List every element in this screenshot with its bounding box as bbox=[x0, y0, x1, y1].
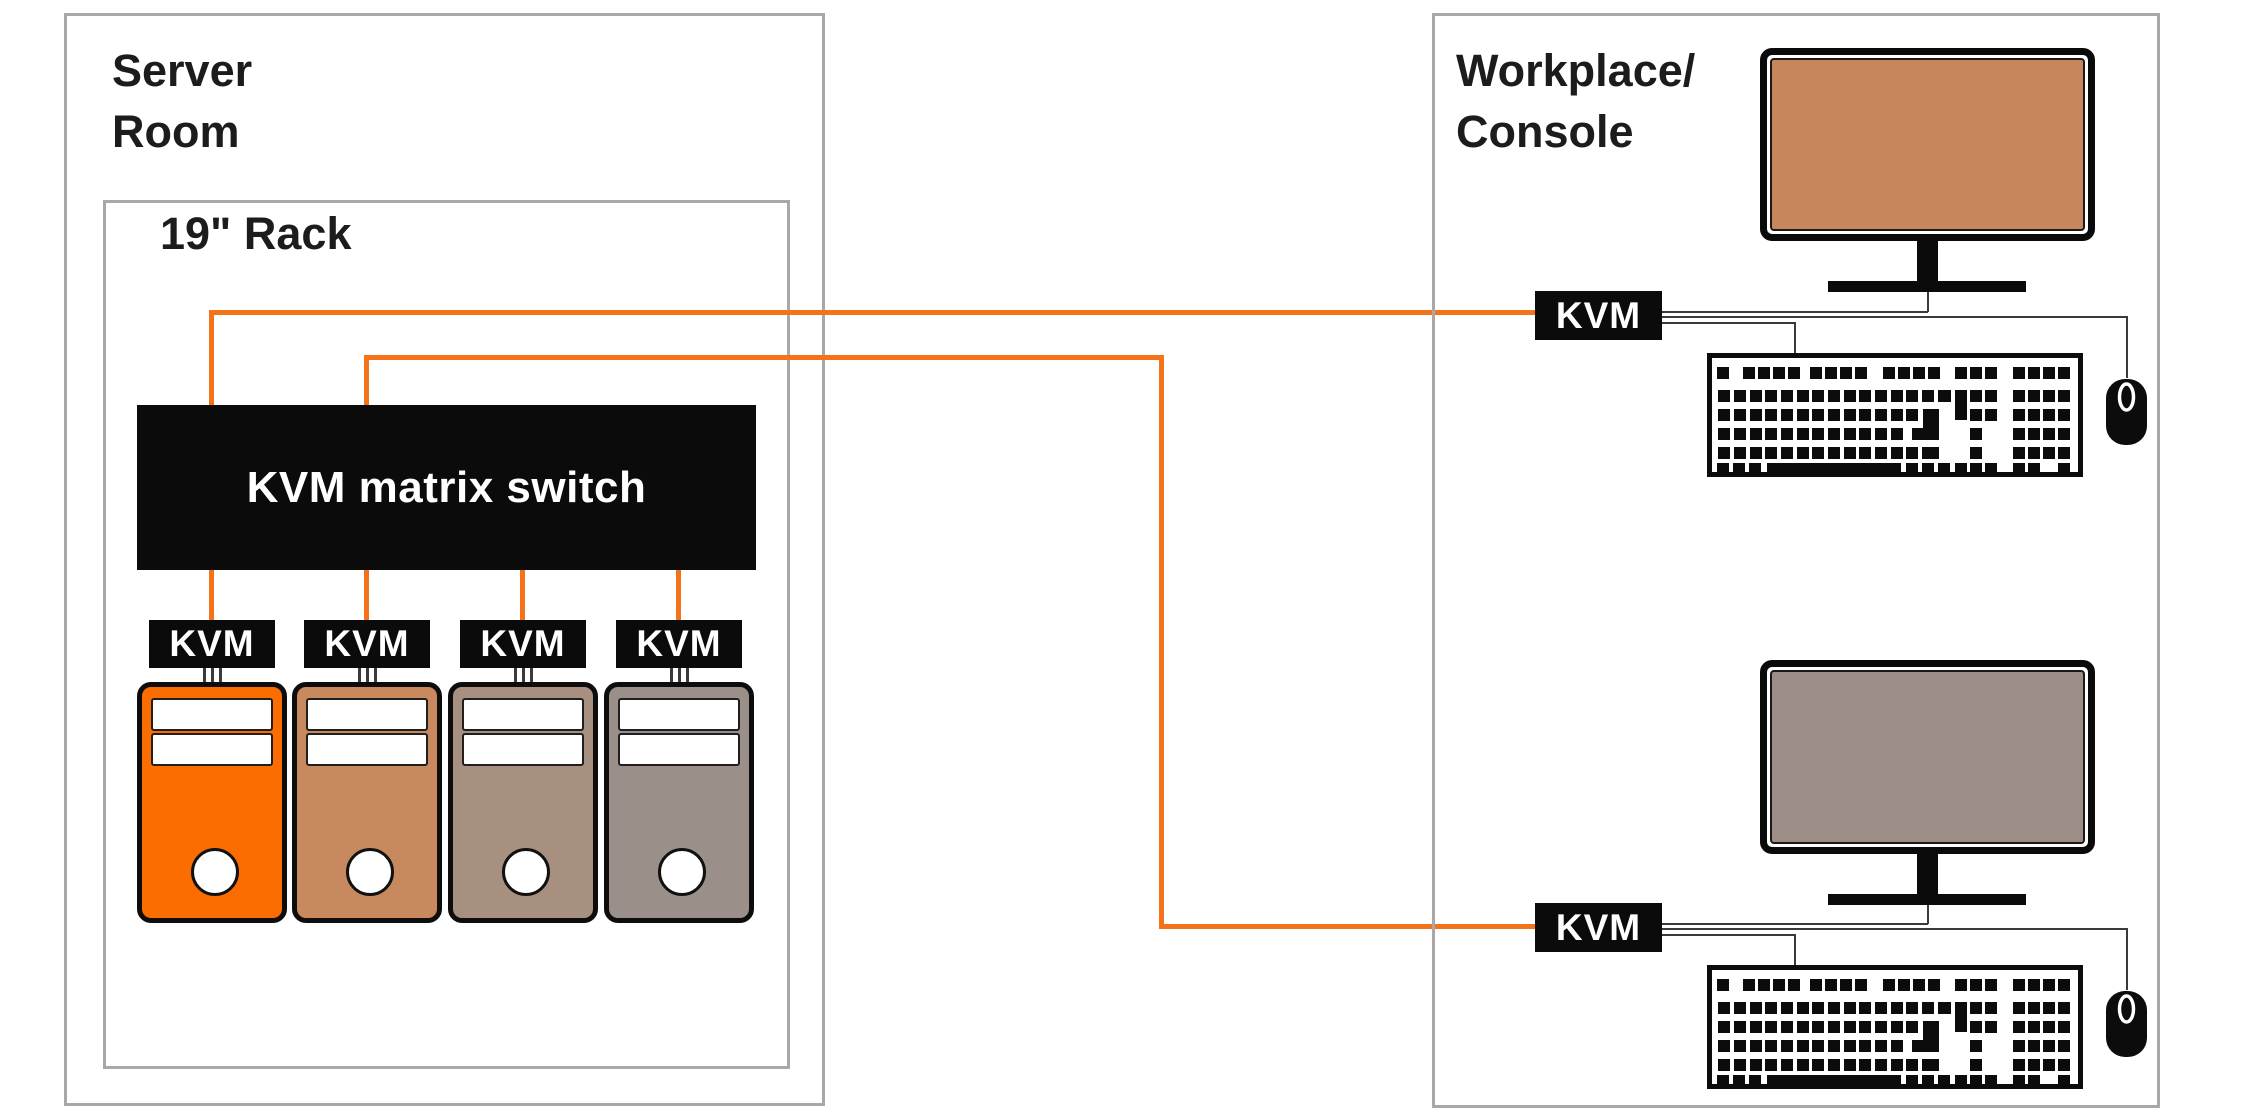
console2-mouse-line-drop bbox=[2126, 928, 2128, 990]
server-room-zone bbox=[64, 13, 825, 1106]
kvm-matrix-switch-label: KVM matrix switch bbox=[246, 462, 647, 512]
server-tower-icon bbox=[448, 682, 598, 923]
server3-connector-line bbox=[530, 668, 533, 683]
monitor-stand-base bbox=[1828, 894, 2026, 905]
power-button bbox=[191, 848, 239, 896]
kvm-matrix-switch: KVM matrix switch bbox=[137, 405, 756, 570]
drive-slot bbox=[151, 698, 273, 731]
server-tower-icon bbox=[292, 682, 442, 923]
power-button bbox=[502, 848, 550, 896]
rack-kvm-extender-4-label: KVM bbox=[636, 623, 722, 664]
monitor-icon bbox=[1760, 660, 2095, 854]
rack-zone bbox=[103, 200, 790, 1069]
drive-slot bbox=[618, 698, 740, 731]
port1-stub bbox=[209, 570, 214, 620]
server4-connector-line bbox=[678, 668, 681, 683]
power-button bbox=[346, 848, 394, 896]
console1-mouse-line-drop bbox=[2126, 316, 2128, 378]
monitor-icon bbox=[1760, 48, 2095, 241]
console1-kvm-label: KVM bbox=[1555, 294, 1642, 336]
port3-stub bbox=[520, 570, 525, 620]
rack-kvm-extender-3: KVM bbox=[460, 620, 586, 668]
server1-connector-line bbox=[219, 668, 222, 683]
server1-connector-line bbox=[211, 668, 214, 683]
workplace-label: Workplace/Console bbox=[1456, 40, 1695, 162]
console2-monitor-line-drop bbox=[1927, 905, 1929, 924]
monitor-stand-neck bbox=[1917, 854, 1938, 894]
console2-keyboard-line bbox=[1661, 934, 1796, 936]
server1-connector-line bbox=[203, 668, 206, 683]
workplace-label-line1: Workplace/ bbox=[1456, 45, 1696, 96]
cable2-vertical-left bbox=[364, 355, 369, 425]
server2-connector-line bbox=[366, 668, 369, 683]
workplace-zone bbox=[1432, 13, 2160, 1108]
console1-keyboard-line-drop bbox=[1794, 322, 1796, 353]
console2-keyboard-line-drop bbox=[1794, 934, 1796, 965]
console2-monitor-line bbox=[1661, 923, 1928, 925]
power-button bbox=[658, 848, 706, 896]
drive-slot bbox=[306, 733, 428, 766]
server2-connector-line bbox=[358, 668, 361, 683]
monitor-stand-base bbox=[1828, 281, 2026, 292]
cable2-horizontal-top bbox=[364, 355, 1164, 360]
cable2-vertical-mid bbox=[1159, 355, 1164, 929]
keyboard-icon bbox=[1707, 965, 2083, 1089]
server-room-label-line1: Server bbox=[112, 45, 253, 96]
console1-keyboard-line bbox=[1661, 322, 1796, 324]
keyboard-icon bbox=[1707, 353, 2083, 477]
workplace-label-line2: Console bbox=[1456, 106, 1634, 157]
console1-monitor-line-drop bbox=[1927, 292, 1929, 312]
monitor-screen bbox=[1770, 670, 2085, 844]
rack-kvm-extender-4: KVM bbox=[616, 620, 742, 668]
port2-stub bbox=[364, 570, 369, 620]
rack-kvm-extender-3-label: KVM bbox=[480, 623, 566, 664]
console2-kvm-label: KVM bbox=[1555, 906, 1642, 948]
cable2-horizontal-bottom bbox=[1159, 924, 1537, 929]
monitor-screen bbox=[1770, 58, 2085, 231]
rack-kvm-extender-2: KVM bbox=[304, 620, 430, 668]
console2-mouse-line bbox=[1661, 928, 2128, 930]
drive-slot bbox=[306, 698, 428, 731]
cable1-vertical bbox=[209, 310, 214, 425]
mouse-icon bbox=[2105, 378, 2148, 446]
server4-connector-line bbox=[686, 668, 689, 683]
server3-connector-line bbox=[514, 668, 517, 683]
rack-kvm-extender-2-label: KVM bbox=[324, 623, 410, 664]
server-tower-icon bbox=[604, 682, 754, 923]
server3-connector-line bbox=[522, 668, 525, 683]
drive-slot bbox=[462, 698, 584, 731]
port4-stub bbox=[676, 570, 681, 620]
rack-kvm-extender-1-label: KVM bbox=[169, 623, 255, 664]
rack-kvm-extender-1: KVM bbox=[149, 620, 275, 668]
rack-label: 19" Rack bbox=[160, 208, 352, 259]
monitor-stand-neck bbox=[1917, 241, 1938, 281]
drive-slot bbox=[618, 733, 740, 766]
mouse-icon bbox=[2105, 990, 2148, 1058]
server4-connector-line bbox=[670, 668, 673, 683]
console1-monitor-line bbox=[1661, 311, 1928, 313]
console1-mouse-line bbox=[1661, 316, 2128, 318]
console2-kvm-extender: KVM bbox=[1535, 903, 1662, 952]
server-room-label-line2: Room bbox=[112, 106, 240, 157]
console1-kvm-extender: KVM bbox=[1535, 291, 1662, 340]
cable1-horizontal bbox=[209, 310, 1537, 315]
drive-slot bbox=[462, 733, 584, 766]
drive-slot bbox=[151, 733, 273, 766]
server-tower-icon bbox=[137, 682, 287, 923]
server2-connector-line bbox=[374, 668, 377, 683]
